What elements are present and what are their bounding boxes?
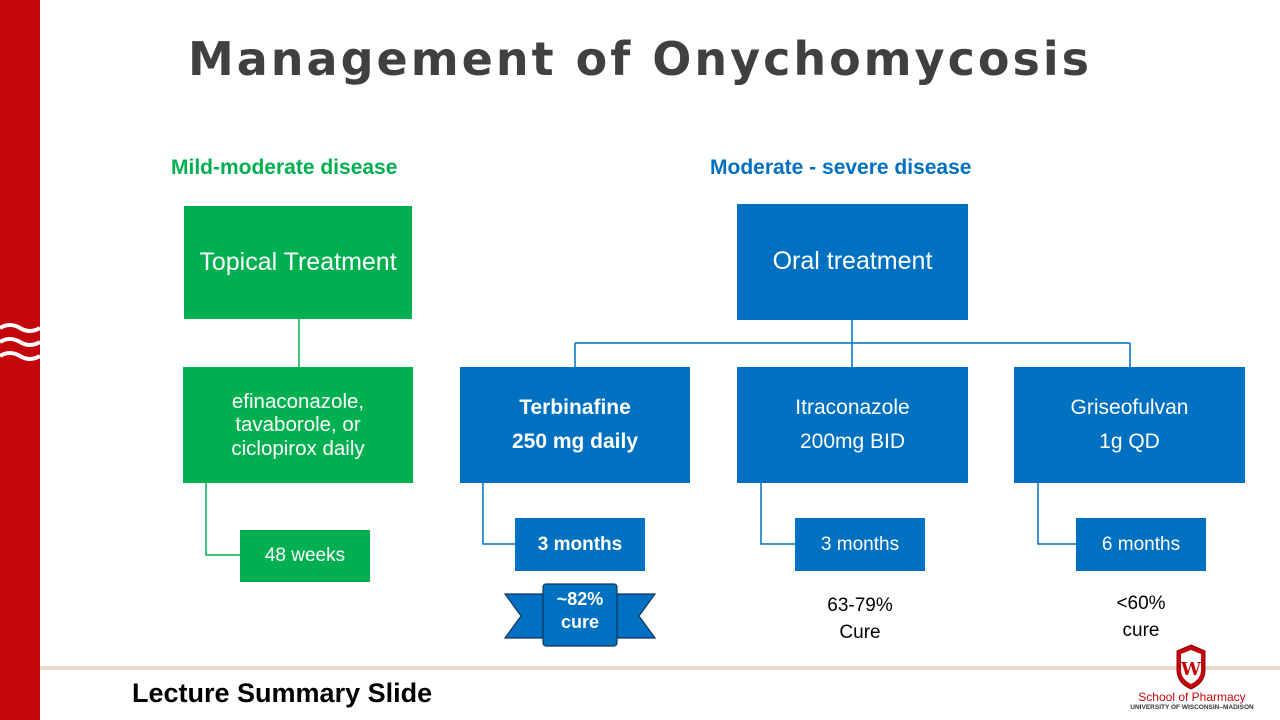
terbinafine-cure-rate: ~82% [556, 589, 604, 609]
oral-treatment-box: Oral treatment [737, 204, 968, 320]
terbinafine-cure: ~82% cure [543, 588, 617, 635]
topical-drug-line: ciclopirox daily [231, 436, 365, 460]
itraconazole-dose: 200mg BID [799, 430, 906, 453]
itraconazole-box: Itraconazole 200mg BID [737, 367, 968, 483]
griseofulvan-name: Griseofulvan [1070, 396, 1189, 420]
topical-treatment-box: Topical Treatment [184, 206, 412, 319]
logo-school-name: School of Pharmacy [1138, 690, 1246, 704]
terbinafine-name: Terbinafine [519, 396, 631, 420]
severe-heading: Moderate - severe disease [710, 156, 972, 179]
griseofulvan-duration: 6 months [1101, 533, 1181, 555]
griseofulvan-box: Griseofulvan 1g QD [1014, 367, 1245, 483]
itraconazole-cure-rate: 63-79% [827, 595, 893, 616]
slide-title: Management of Onychomycosis [187, 32, 1092, 86]
uw-crest-letter: W [1180, 659, 1202, 680]
topical-duration-label: 48 weeks [264, 545, 346, 567]
oral-treatment-label: Oral treatment [772, 247, 933, 276]
topical-duration-box: 48 weeks [240, 530, 370, 582]
mild-heading: Mild-moderate disease [171, 156, 398, 179]
cure-ribbon-banner [503, 583, 657, 647]
griseofulvan-cure: <60% cure [1081, 591, 1201, 644]
griseofulvan-cure-rate: <60% [1116, 593, 1166, 614]
terbinafine-box: Terbinafine 250 mg daily [460, 367, 690, 483]
itraconazole-cure-word: Cure [839, 621, 881, 643]
terbinafine-duration: 3 months [537, 533, 623, 555]
footer-label: Lecture Summary Slide [132, 678, 433, 708]
footer-divider [40, 666, 1280, 670]
terbinafine-duration-box: 3 months [515, 518, 645, 571]
topical-treatment-label: Topical Treatment [199, 247, 397, 276]
topical-drug-line: tavaborole, or [235, 413, 361, 437]
itraconazole-duration-box: 3 months [795, 518, 925, 571]
itraconazole-cure: 63-79% Cure [800, 593, 920, 646]
wave-decoration [0, 323, 40, 361]
itraconazole-duration: 3 months [820, 533, 900, 555]
uw-crest-icon: W [1176, 644, 1206, 690]
terbinafine-cure-word: cure [560, 612, 600, 633]
terbinafine-dose: 250 mg daily [511, 430, 639, 453]
itraconazole-name: Itraconazole [795, 396, 910, 420]
griseofulvan-dose: 1g QD [1099, 430, 1160, 453]
topical-drug-line: efinaconazole, [231, 389, 365, 413]
topical-drugs-box: efinaconazole, tavaborole, or ciclopirox… [183, 367, 413, 483]
griseofulvan-cure-word: cure [1122, 619, 1160, 641]
griseofulvan-duration-box: 6 months [1076, 518, 1206, 571]
logo-university-name: UNIVERSITY OF WISCONSIN–MADISON [1130, 704, 1254, 711]
